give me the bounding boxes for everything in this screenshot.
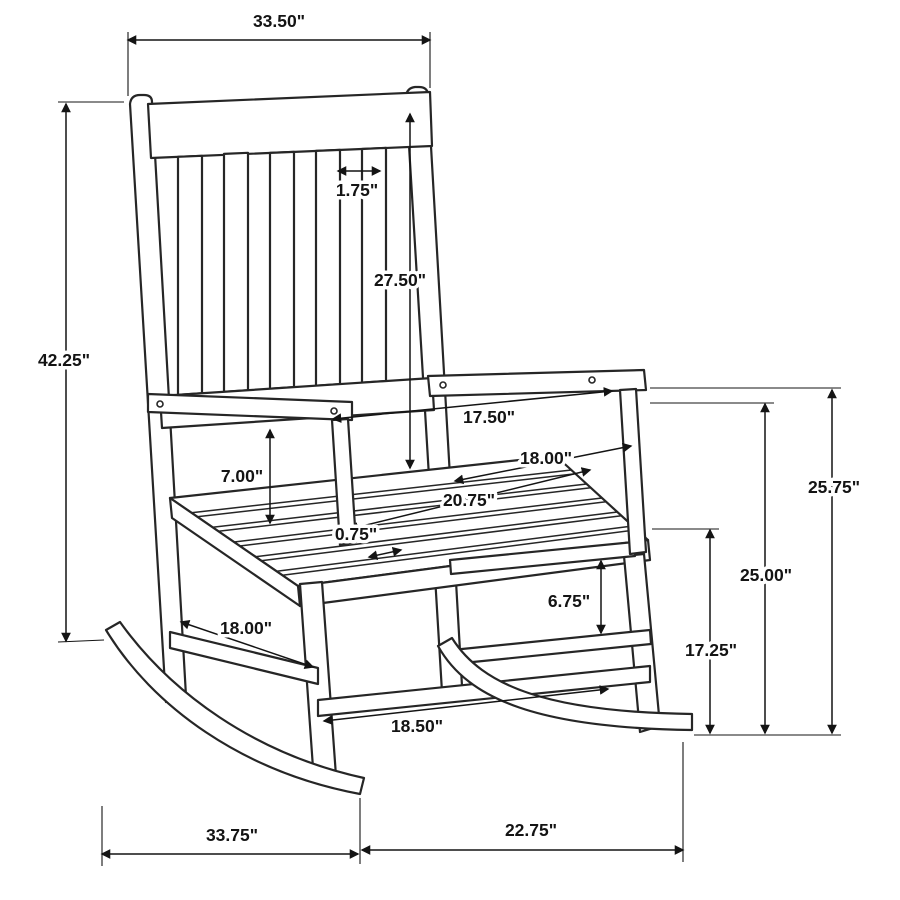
dowel-mark xyxy=(330,407,338,415)
dim-label-seat-height: 17.25" xyxy=(685,640,737,660)
side-stretcher-left xyxy=(168,630,320,686)
arm-support-right xyxy=(618,387,648,556)
dim-label-overall-side-height: 25.75" xyxy=(808,477,860,497)
seat-slat-line xyxy=(281,529,638,577)
dim-label-overall-height: 42.25" xyxy=(38,350,90,370)
dim-label-front-stretcher-length: 18.50" xyxy=(391,716,443,736)
dim-label-arm-to-seat: 7.00" xyxy=(221,466,263,486)
dim-label-rocker-span-front: 33.75" xyxy=(206,825,258,845)
back-slat xyxy=(176,154,204,396)
side-stretcher-right-lower xyxy=(450,628,653,666)
rocking-chair-drawing xyxy=(104,85,694,796)
back-slat xyxy=(222,151,250,393)
dowel-mark xyxy=(439,381,447,389)
extension-lines xyxy=(57,32,841,866)
dim-line-seat-slat-gap xyxy=(367,547,403,560)
dim-line-front-stretcher-length xyxy=(322,685,610,725)
dowel-mark xyxy=(588,376,596,384)
dim-line-side-stretcher-length xyxy=(179,620,315,669)
dowel-mark xyxy=(156,400,164,408)
dim-line-arm-front-span xyxy=(331,386,614,424)
seat-slat-line xyxy=(275,525,634,573)
dim-label-arm-front-span: 17.50" xyxy=(463,407,515,427)
back-slat xyxy=(268,150,296,390)
side-stretcher-right-upper xyxy=(448,540,637,576)
dim-label-side-stretcher-length: 18.00" xyxy=(220,618,272,638)
ext-line xyxy=(57,639,105,643)
armrest-right xyxy=(426,368,648,398)
dimension-labels: 33.50" 42.25" 1.75" 27.50" 17.50" 18.00"… xyxy=(34,8,863,849)
seat-left-apron xyxy=(168,496,302,608)
dim-label-seat-depth: 20.75" xyxy=(443,490,495,510)
crest-rail xyxy=(146,90,434,160)
dim-label-seat-slat-gap: 0.75" xyxy=(335,524,377,544)
dim-line-seat-depth xyxy=(348,467,592,532)
dim-label-rocker-span-rear: 22.75" xyxy=(505,820,557,840)
dim-label-backrest-height: 27.50" xyxy=(374,270,426,290)
dim-label-arm-height: 25.00" xyxy=(740,565,792,585)
dim-label-overall-width: 33.50" xyxy=(253,11,305,31)
dim-label-back-slat-width: 1.75" xyxy=(336,180,378,200)
dim-label-seat-back-width: 18.00" xyxy=(520,448,572,468)
rocker-left xyxy=(104,620,366,796)
dim-label-stretcher-spacing: 6.75" xyxy=(548,591,590,611)
dimension-lines xyxy=(61,35,837,859)
